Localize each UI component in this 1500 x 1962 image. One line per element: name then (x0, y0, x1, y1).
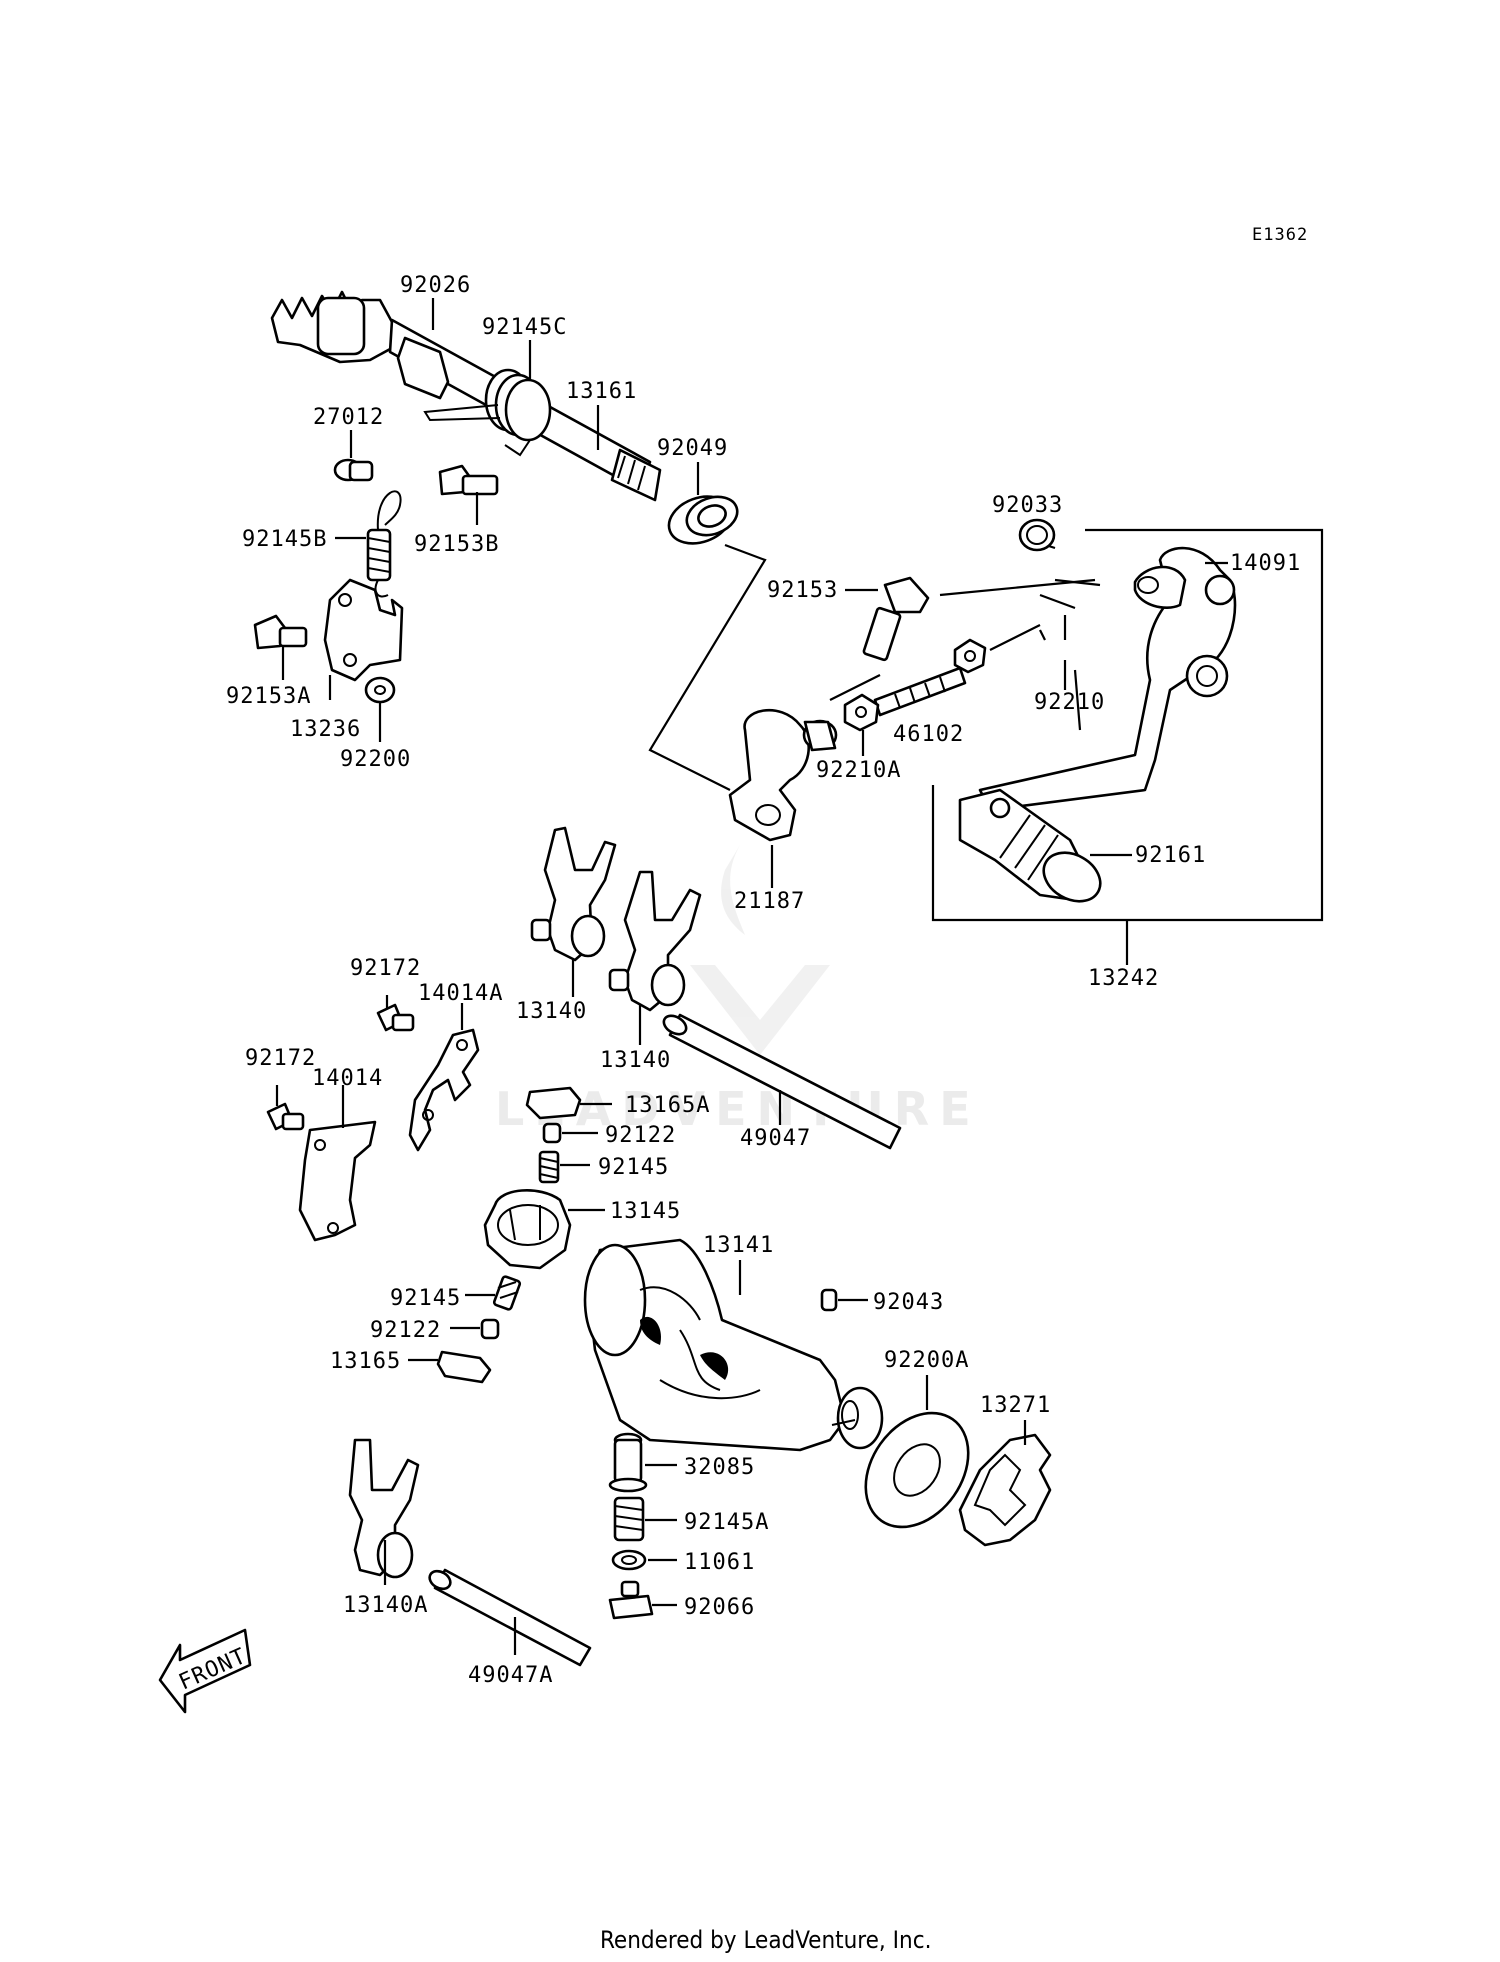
nut-92210 (953, 638, 987, 674)
label-49047[interactable]: 49047 (740, 1126, 811, 1151)
fork-13140a (530, 826, 617, 962)
cam-13271 (958, 1433, 1052, 1547)
label-92122a[interactable]: 92122 (605, 1123, 676, 1148)
watermark-logo (690, 845, 830, 1055)
label-92049[interactable]: 92049 (657, 436, 728, 461)
fork-13140A (348, 1438, 420, 1579)
label-92026[interactable]: 92026 (400, 273, 471, 298)
bolt-92153A (253, 614, 308, 650)
label-92172a[interactable]: 92172 (350, 956, 421, 981)
screw-92172a (376, 1003, 415, 1032)
spring-92145b (492, 1275, 522, 1311)
label-14014A[interactable]: 14014A (418, 981, 503, 1006)
lever-13236 (323, 578, 404, 682)
rubber-92161 (958, 788, 1102, 903)
label-13271[interactable]: 13271 (980, 1393, 1051, 1418)
washer-11061 (611, 1549, 647, 1571)
label-14014[interactable]: 14014 (312, 1066, 383, 1091)
label-92210A[interactable]: 92210A (816, 758, 901, 783)
label-13140b[interactable]: 13140 (600, 1048, 671, 1073)
label-13242[interactable]: 13242 (1088, 966, 1159, 991)
label-92145A[interactable]: 92145A (684, 1510, 769, 1535)
pin-13165 (436, 1350, 492, 1384)
label-92145a[interactable]: 92145 (598, 1155, 669, 1180)
label-13161[interactable]: 13161 (566, 379, 637, 404)
washer-92200 (364, 676, 396, 704)
label-92033[interactable]: 92033 (992, 493, 1063, 518)
plunger-32085 (608, 1432, 648, 1493)
label-49047A[interactable]: 49047A (468, 1663, 553, 1688)
label-92210[interactable]: 92210 (1034, 690, 1105, 715)
nut-92210A (843, 693, 880, 732)
label-92153[interactable]: 92153 (767, 578, 838, 603)
footer-credit: Rendered by LeadVenture, Inc. (600, 1926, 931, 1954)
label-92153B[interactable]: 92153B (414, 532, 499, 557)
label-92172b[interactable]: 92172 (245, 1046, 316, 1071)
label-21187[interactable]: 21187 (734, 889, 805, 914)
holder-13145 (483, 1189, 572, 1270)
label-92200A[interactable]: 92200A (884, 1348, 969, 1373)
circlip-92033 (1018, 518, 1056, 552)
oil-seal-92049 (667, 495, 739, 545)
front-arrow-icon: FRONT (158, 1628, 252, 1714)
label-92122b[interactable]: 92122 (370, 1318, 441, 1343)
label-13145[interactable]: 13145 (610, 1199, 681, 1224)
spring-92145a (538, 1150, 560, 1184)
label-11061[interactable]: 11061 (684, 1550, 755, 1575)
label-13140a[interactable]: 13140 (516, 999, 587, 1024)
label-13141[interactable]: 13141 (703, 1233, 774, 1258)
label-92153A[interactable]: 92153A (226, 684, 311, 709)
pin-92043 (820, 1288, 838, 1312)
plug-92066 (608, 1580, 654, 1620)
plate-14014A (408, 1028, 480, 1152)
shaft-49047A (428, 1568, 592, 1667)
fork-13140b (608, 870, 702, 1012)
label-32085[interactable]: 32085 (684, 1455, 755, 1480)
label-13236[interactable]: 13236 (290, 717, 361, 742)
label-13140A[interactable]: 13140A (343, 1593, 428, 1618)
pin-27012 (333, 458, 374, 482)
drum-13141 (583, 1238, 884, 1452)
label-14091[interactable]: 14091 (1230, 551, 1301, 576)
collar-92026 (396, 336, 450, 400)
label-46102[interactable]: 46102 (893, 722, 964, 747)
label-13165[interactable]: 13165 (330, 1349, 401, 1374)
washer-92200A (864, 1411, 970, 1529)
bolt-92153 (862, 576, 930, 662)
label-92200[interactable]: 92200 (340, 747, 411, 772)
pedal-14091 (978, 546, 1237, 812)
label-92161[interactable]: 92161 (1135, 843, 1206, 868)
pin-13165A (525, 1086, 582, 1120)
pin-92122b (480, 1318, 500, 1340)
label-92145C[interactable]: 92145C (482, 315, 567, 340)
plate-14014 (298, 1120, 377, 1242)
shaft-49047 (662, 1013, 902, 1150)
label-92066[interactable]: 92066 (684, 1595, 755, 1620)
spring-92145B (366, 490, 402, 598)
screw-92172b (266, 1102, 305, 1131)
spring-92145A (613, 1496, 645, 1542)
diagram-code: E1362 (1252, 225, 1308, 245)
label-92145b[interactable]: 92145 (390, 1286, 461, 1311)
spring-92145C (423, 368, 552, 457)
rod-46102 (873, 666, 967, 717)
label-92043[interactable]: 92043 (873, 1290, 944, 1315)
label-27012[interactable]: 27012 (313, 405, 384, 430)
pin-92122a (542, 1122, 562, 1144)
label-13165A[interactable]: 13165A (625, 1093, 710, 1118)
arm-21187 (728, 708, 838, 842)
bolt-92153B (438, 464, 499, 496)
label-92145B[interactable]: 92145B (242, 527, 327, 552)
